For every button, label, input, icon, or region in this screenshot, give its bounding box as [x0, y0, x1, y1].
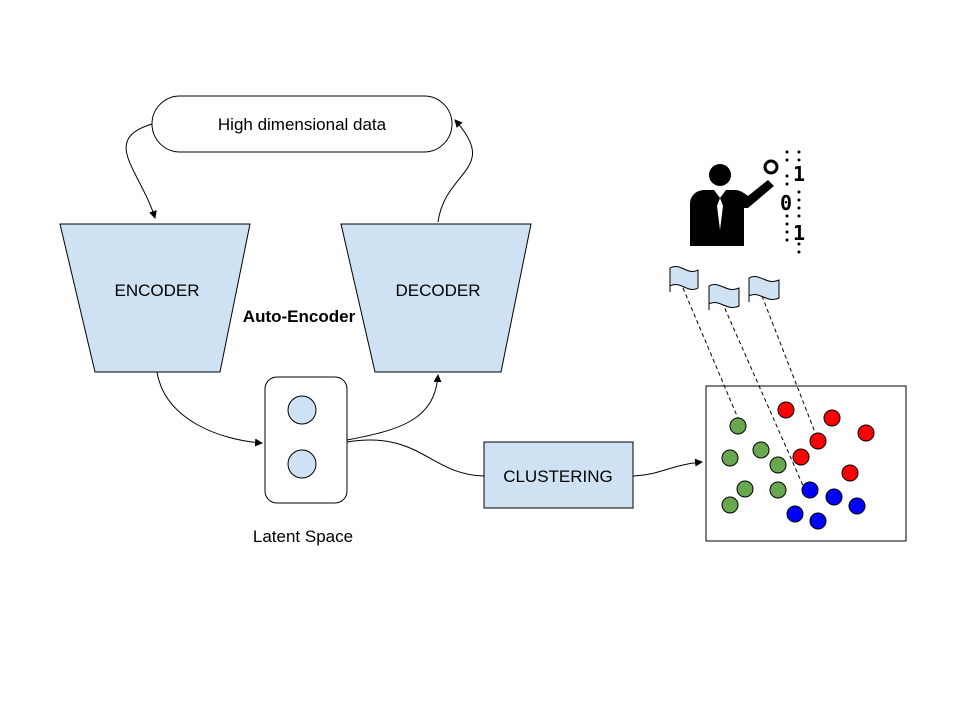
- connector-encoder-to-latent: [156, 371, 263, 447]
- cluster-point-green: [721, 496, 739, 514]
- connector-latent-to-clustering: [346, 439, 485, 477]
- cluster-point-red: [857, 424, 875, 442]
- high-dimensional-data-node: High dimensional data: [151, 95, 453, 153]
- cluster-point-blue: [809, 512, 827, 530]
- autoencoder-label: Auto-Encoder: [243, 307, 356, 326]
- decoder-label: DECODER: [395, 281, 480, 300]
- binary-digit: 1: [793, 221, 805, 245]
- cluster-point-green: [736, 480, 754, 498]
- person-presenting-icon: 1 0 1: [690, 150, 805, 254]
- binary-digit: 1: [793, 162, 805, 186]
- high-dimensional-data-label: High dimensional data: [218, 115, 387, 134]
- encoder-label: ENCODER: [114, 281, 199, 300]
- latent-unit: [287, 395, 317, 425]
- connector-data-to-encoder: [125, 123, 157, 219]
- cluster-point-red: [777, 401, 795, 419]
- cluster-point-blue: [786, 505, 804, 523]
- cluster-result-box: [682, 287, 907, 542]
- cluster-point-green: [721, 449, 739, 467]
- cluster-point-blue: [825, 488, 843, 506]
- cluster-point-red: [841, 464, 859, 482]
- binary-digit: 0: [780, 191, 792, 215]
- clustering-block: CLUSTERING: [483, 441, 634, 509]
- green-cluster: [721, 417, 787, 514]
- flag-icon: [669, 266, 699, 292]
- cluster-point-blue: [801, 481, 819, 499]
- connector-decoder-to-data: [437, 119, 474, 223]
- red-cluster: [777, 401, 875, 482]
- binary-dots: [785, 150, 801, 254]
- connectors: [125, 119, 703, 477]
- connector-latent-to-decoder: [346, 374, 442, 441]
- flag-icon: [708, 284, 740, 310]
- clustering-label: CLUSTERING: [503, 467, 613, 486]
- blue-cluster: [786, 481, 866, 530]
- encoder-block: ENCODER: [59, 223, 251, 373]
- latent-unit: [287, 449, 317, 479]
- cluster-point-red: [792, 448, 810, 466]
- cluster-point-red: [809, 432, 827, 450]
- cluster-point-blue: [848, 497, 866, 515]
- connector-clustering-to-clusters: [632, 458, 703, 477]
- latent-space-label: Latent Space: [253, 527, 353, 546]
- label-lines: [682, 287, 819, 491]
- cluster-point-green: [769, 456, 787, 474]
- cluster-point-green: [769, 481, 787, 499]
- flags: [669, 266, 780, 310]
- decoder-block: DECODER: [340, 223, 532, 373]
- flag-icon: [748, 276, 780, 302]
- cluster-point-green: [729, 417, 747, 435]
- cluster-point-green: [752, 441, 770, 459]
- cluster-point-red: [823, 409, 841, 427]
- latent-space-block: [264, 376, 348, 504]
